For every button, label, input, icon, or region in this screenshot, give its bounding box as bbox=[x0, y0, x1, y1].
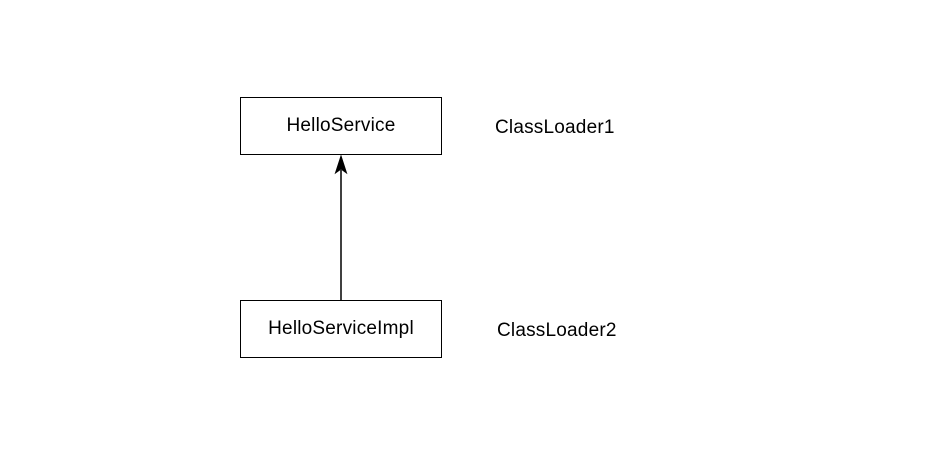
classloader2-label: ClassLoader2 bbox=[497, 320, 617, 341]
node-hello-service: HelloService bbox=[240, 97, 442, 155]
node-hello-service-impl: HelloServiceImpl bbox=[240, 300, 442, 358]
inheritance-arrowhead-icon bbox=[334, 154, 348, 175]
node-hello-service-label: HelloService bbox=[286, 115, 396, 136]
node-hello-service-impl-label: HelloServiceImpl bbox=[268, 318, 414, 339]
classloader1-label: ClassLoader1 bbox=[495, 117, 615, 138]
